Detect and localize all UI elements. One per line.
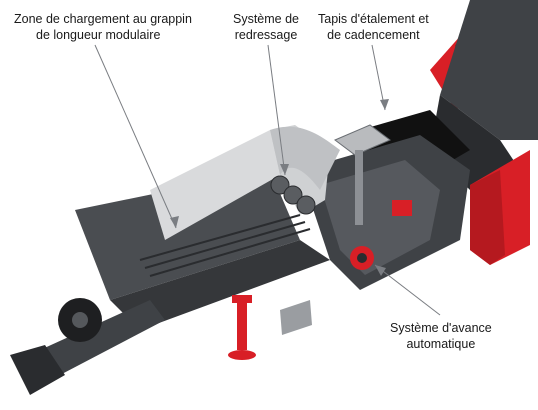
leader-loading-zone (94, 44, 177, 229)
leader-lines (94, 44, 441, 316)
feed-motor-left-hub (357, 253, 367, 263)
label-loading-zone: Zone de chargement au grappin de longueu… (14, 11, 192, 43)
feed-motor-right (392, 200, 412, 216)
jack-stand (237, 295, 247, 350)
label-straightening-line2: redressage (234, 28, 298, 42)
upper-conveyor-body (440, 0, 538, 140)
leader-straightening (267, 44, 286, 176)
label-feed-system-line2: automatique (406, 337, 476, 351)
label-loading-zone-line1: Zone de chargement au grappin (14, 12, 192, 26)
hopper-floor-slats (139, 214, 311, 277)
label-spreading-belt-line2: de cadencement (327, 28, 420, 42)
arrowhead-loading-zone (170, 216, 179, 228)
roller (270, 175, 290, 195)
chassis-left-wall (75, 170, 300, 300)
label-feed-system-line1: Système d'avance (390, 321, 492, 335)
roller (283, 185, 303, 205)
vertical-post (355, 150, 363, 225)
hitch-head (10, 345, 65, 395)
arrowhead-spreading-belt (380, 99, 389, 110)
straightening-rollers (270, 175, 316, 215)
top-plate (334, 124, 391, 156)
roller (296, 195, 316, 215)
leader-arrowheads (170, 99, 389, 276)
wheel-hub (72, 312, 88, 328)
slat (149, 228, 311, 277)
slat (139, 214, 301, 261)
jack-handle (232, 295, 252, 303)
label-spreading-belt: Tapis d'étalement et de cadencement (318, 11, 429, 43)
jack-foot (228, 350, 256, 360)
drawbar (40, 300, 165, 375)
leader-feed-system (374, 264, 441, 316)
label-feed-system: Système d'avance automatique (390, 320, 492, 352)
hopper-panel-left (150, 130, 280, 240)
label-straightening: Système de redressage (233, 11, 299, 43)
leader-spreading-belt (371, 44, 386, 111)
red-housing-bottom-shade (470, 170, 505, 265)
label-loading-zone-line2: de longueur modulaire (36, 28, 161, 42)
label-spreading-belt-line1: Tapis d'étalement et (318, 12, 429, 26)
label-straightening-line1: Système de (233, 12, 300, 26)
arrowhead-straightening (280, 164, 289, 175)
arrowhead-feed-system (375, 265, 386, 276)
slat (144, 221, 306, 269)
straightening-shroud (270, 126, 340, 190)
chassis-inner-frame (320, 160, 440, 275)
chassis-front-wall (110, 240, 330, 330)
step-ladder (280, 300, 312, 335)
